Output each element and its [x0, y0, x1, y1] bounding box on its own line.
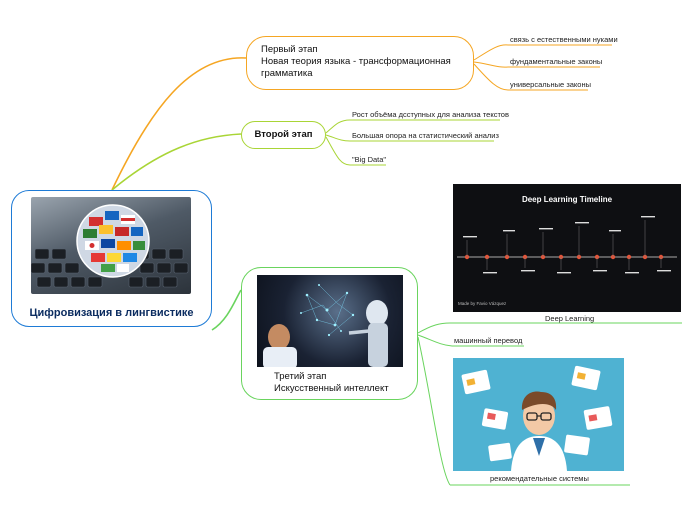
- leaf-fundamental-laws[interactable]: фундаментальные законы: [510, 57, 603, 66]
- stage-three-topic[interactable]: Третий этап Искусственный интеллект: [241, 267, 418, 400]
- stage-three-label: Третий этап: [274, 371, 327, 382]
- stage-three-subtitle: Искусственный интеллект: [274, 383, 389, 394]
- root-topic[interactable]: Цифровизация в лингвистике: [11, 190, 212, 327]
- leaf-big-data[interactable]: "Big Data": [352, 155, 387, 164]
- deep-learning-timeline-image: Deep Learning Timeline Made by Favio Váz…: [453, 184, 681, 312]
- stage-one-topic[interactable]: Первый этап Новая теория языка - трансфо…: [246, 36, 474, 90]
- timeline-title: Deep Learning Timeline: [521, 195, 613, 204]
- leaf-machine-translation[interactable]: машинный перевод: [454, 336, 523, 345]
- leaf-statistical-analysis[interactable]: Большая опора на статистический анализ: [352, 131, 499, 140]
- ai-robot-image: [257, 275, 403, 367]
- leaf-recommender-systems[interactable]: рекомендательные системы: [490, 474, 589, 483]
- recommendation-systems-image: [453, 358, 624, 471]
- stage-one-subtitle: Новая теория языка - трансформационная: [261, 56, 451, 67]
- leaf-text-volume[interactable]: Рост объёма дсступных для анализа тексто…: [352, 110, 509, 119]
- stage-two-topic[interactable]: Второй этап: [241, 121, 326, 149]
- root-title: Цифровизация в лингвистике: [29, 307, 194, 319]
- leaf-universal-laws[interactable]: универсальные законы: [510, 80, 591, 89]
- stage-one-subtitle-cont: грамматика: [261, 68, 313, 79]
- leaf-deep-learning[interactable]: Deep Learning: [545, 314, 595, 323]
- stage-one-label: Первый этап: [261, 44, 318, 55]
- leaf-natural-sciences[interactable]: связь с естественными нуками: [510, 35, 618, 44]
- timeline-credit: Made by Favio Vázquez: [458, 301, 507, 306]
- keyboard-globe-image: [31, 197, 191, 294]
